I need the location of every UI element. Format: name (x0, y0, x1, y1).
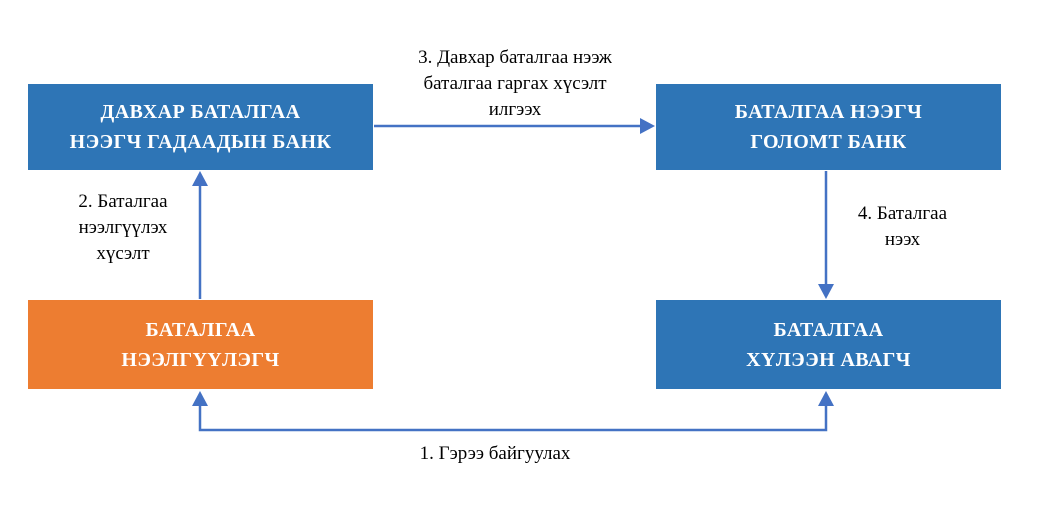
arrow-open-guarantee-head-icon (818, 284, 834, 299)
node-beneficiary: БАТАЛГАА ХҮЛЭЭН АВАГЧ (656, 300, 1001, 389)
arrow-send-request-head-icon (640, 118, 655, 134)
arrow-open-request (192, 171, 208, 299)
edge-label-open-request: 2. Баталгаа нээлгүүлэх хүсэлт (78, 191, 168, 264)
arrow-contract-line (198, 404, 828, 432)
arrow-contract (192, 391, 834, 432)
edge-label-contract: 1. Гэрээ байгуулах (419, 443, 571, 464)
node-golomt-bank: БАТАЛГАА НЭЭГЧ ГОЛОМТ БАНК (656, 84, 1001, 170)
arrow-open-guarantee (818, 171, 834, 299)
edge-label-open-guarantee: 4. Баталгаа нээх (857, 203, 948, 250)
arrow-open-request-head-icon (192, 171, 208, 186)
node-applicant: БАТАЛГАА НЭЭЛГҮҮЛЭГЧ (28, 300, 373, 389)
node-foreign-bank: ДАВХАР БАТАЛГАА НЭЭГЧ ГАДААДЫН БАНК (28, 84, 373, 170)
arrow-contract-head-right-icon (818, 391, 834, 406)
arrow-send-request (374, 118, 655, 134)
edge-label-send-request: 3. Давхар баталгаа нээж баталгаа гаргах … (418, 47, 612, 120)
arrow-contract-head-left-icon (192, 391, 208, 406)
